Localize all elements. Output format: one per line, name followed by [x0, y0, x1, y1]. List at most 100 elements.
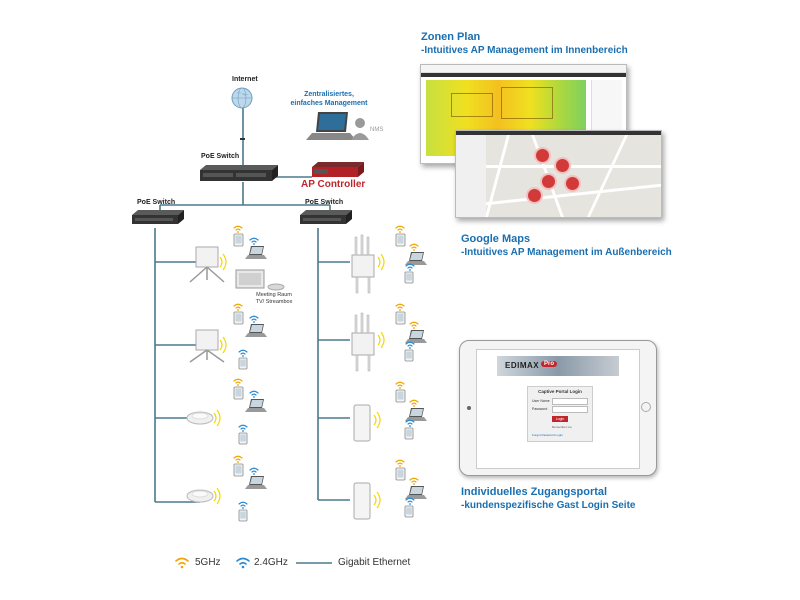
outdoor-ap-icon-2 — [189, 329, 225, 363]
tablet-frame: EDIMAX Pro Captive Portal Login User Nam… — [459, 340, 657, 476]
poe-switch-right-label: PoE Switch — [305, 199, 344, 206]
tablet-home-button[interactable] — [641, 402, 651, 412]
map-area — [485, 135, 661, 217]
portal-brand: EDIMAX — [505, 361, 540, 370]
signal-icon — [377, 253, 385, 271]
panel-ap-icon-1 — [353, 404, 371, 442]
tablet-client-icon — [233, 311, 244, 325]
client-devices — [213, 225, 427, 522]
antenna-ap-icon-2 — [351, 312, 375, 372]
signal-icon — [219, 336, 227, 354]
map-marker-icon — [526, 187, 543, 204]
poe-switch-left-icon — [132, 210, 184, 224]
wifi-24ghz-icon — [249, 315, 259, 323]
ap-controller-icon — [312, 162, 364, 177]
signal-icon — [219, 253, 227, 271]
signal-icon — [373, 491, 381, 509]
meeting-room-label: Meeting Raum TV/ Streambox — [255, 292, 293, 305]
signal-icon — [373, 411, 381, 429]
laptop-client-icon — [405, 330, 427, 343]
laptop-client-icon — [245, 476, 267, 489]
person-icon — [351, 118, 369, 140]
login-button[interactable]: Login — [552, 416, 568, 422]
poe-switch-top-label: PoE Switch — [201, 153, 240, 160]
wifi-24ghz-icon — [249, 237, 259, 245]
tablet-client-icon — [395, 233, 406, 247]
wifi-5ghz-icon — [409, 399, 419, 407]
nms-label: NMS — [370, 127, 384, 133]
tablet-client-icon — [233, 233, 244, 247]
poe-switch-top-icon — [200, 165, 278, 181]
portal-subtitle: -kundenspezifische Gast Login Seite — [461, 500, 636, 511]
central-management-label: Zentralisiertes, einfaches Management — [290, 91, 368, 107]
phone-client-icon — [404, 427, 414, 440]
zone-plan-subtitle: -Intuitives AP Management im Innenbereic… — [421, 45, 628, 56]
login-heading: Captive Portal Login — [538, 389, 582, 394]
outdoor-ap-icon-1 — [189, 246, 225, 283]
portal-banner: EDIMAX Pro — [497, 356, 619, 376]
google-maps-subtitle: -Intuitives AP Management im Außenbereic… — [461, 247, 672, 258]
wifi-24ghz-icon — [238, 424, 248, 432]
wifi-5ghz-icon — [409, 321, 419, 329]
laptop-client-icon — [245, 399, 267, 412]
poe-switch-left-label: PoE Switch — [137, 199, 176, 206]
password-input[interactable] — [552, 406, 588, 413]
user-input[interactable] — [552, 398, 588, 405]
phone-client-icon — [238, 432, 248, 445]
wifi-5ghz-icon — [409, 477, 419, 485]
internet-label: Internet — [232, 76, 258, 83]
globe-icon — [231, 87, 253, 109]
forgot-password-link[interactable]: Forgot Password Login — [532, 433, 563, 437]
laptop-icon — [306, 112, 356, 140]
wifi-24ghz-icon — [249, 390, 259, 398]
google-maps-screenshot — [455, 130, 662, 218]
ceiling-ap-icon-1 — [186, 411, 214, 425]
wifi-5ghz-icon — [409, 243, 419, 251]
legend-5ghz: 5GHz — [195, 557, 221, 568]
wifi-5ghz-icon — [395, 303, 405, 311]
map-marker-icon — [540, 173, 557, 190]
wifi-24ghz-icon — [405, 419, 415, 427]
wifi-5ghz-icon — [395, 225, 405, 233]
zone-plan-title: Zonen Plan — [421, 31, 481, 43]
map-marker-icon — [554, 157, 571, 174]
tablet-client-icon — [395, 311, 406, 325]
wifi-5ghz-icon — [395, 459, 405, 467]
tablet-camera-icon — [467, 406, 471, 410]
signal-icon — [213, 487, 221, 505]
antenna-ap-icon-1 — [351, 234, 375, 294]
password-label: Password — [532, 407, 548, 411]
wifi-5ghz-icon — [395, 381, 405, 389]
connector-icon — [240, 138, 245, 140]
phone-client-icon — [238, 357, 248, 370]
legend-24ghz: 2.4GHz — [254, 557, 288, 568]
wifi-5ghz-icon — [233, 378, 243, 386]
laptop-client-icon — [405, 408, 427, 421]
tablet-client-icon — [233, 463, 244, 477]
remember-checkbox[interactable]: Remember me — [552, 425, 572, 429]
laptop-client-icon — [405, 252, 427, 265]
wifi-24ghz-icon — [249, 467, 259, 475]
wifi-5ghz-icon — [233, 225, 243, 233]
tv-icon — [235, 269, 265, 289]
portal-title: Individuelles Zugangsportal — [461, 486, 608, 498]
signal-icon — [213, 409, 221, 427]
phone-client-icon — [404, 505, 414, 518]
ethernet-lines — [154, 107, 350, 503]
wifi-5ghz-icon — [233, 455, 243, 463]
laptop-client-icon — [245, 324, 267, 337]
streambox-icon — [267, 283, 285, 291]
phone-client-icon — [238, 509, 248, 522]
portal-screen: EDIMAX Pro Captive Portal Login User Nam… — [476, 349, 640, 469]
login-panel: Captive Portal Login User Name Password … — [527, 386, 593, 442]
wifi-24ghz-icon — [238, 349, 248, 357]
wifi-24ghz-icon — [405, 341, 415, 349]
panel-ap-icon-2 — [353, 482, 371, 520]
wifi-5ghz-icon — [233, 303, 243, 311]
wifi-24ghz-icon — [405, 263, 415, 271]
tablet-client-icon — [395, 467, 406, 481]
laptop-client-icon — [405, 486, 427, 499]
signal-icon — [377, 331, 385, 349]
legend-ethernet: Gigabit Ethernet — [338, 557, 411, 568]
